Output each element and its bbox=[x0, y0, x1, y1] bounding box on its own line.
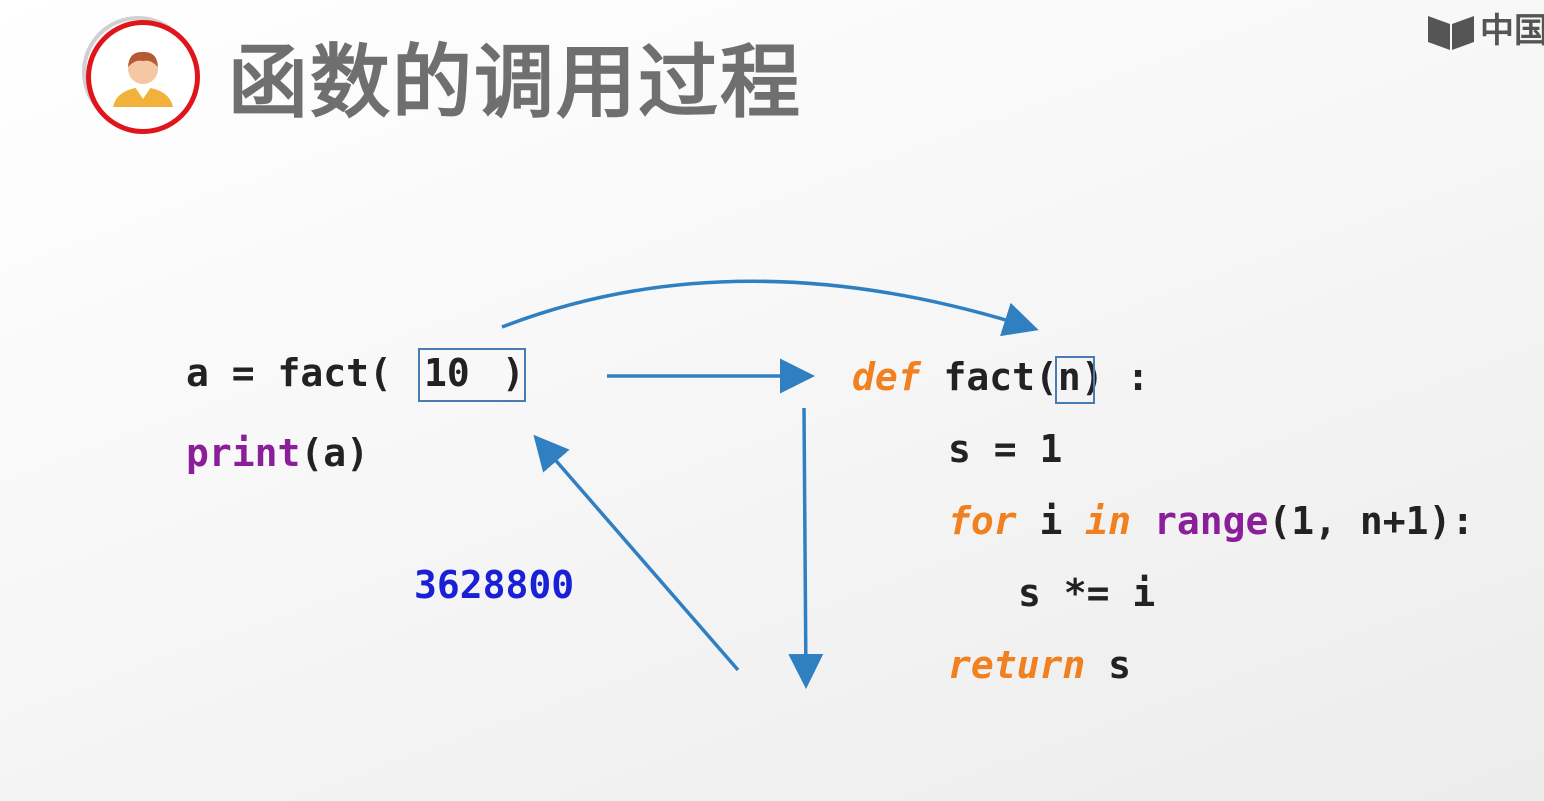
return-line: return s bbox=[948, 642, 1131, 688]
range-builtin: range bbox=[1153, 499, 1269, 543]
execution-arrow bbox=[788, 407, 824, 689]
avatar-ring bbox=[86, 20, 200, 134]
caller-line-1: a = fact( 10) bbox=[186, 350, 525, 396]
for-line: for i in range(1, n+1): bbox=[948, 498, 1474, 544]
print-args: (a) bbox=[300, 431, 370, 475]
caller-line-2: print(a) bbox=[186, 430, 369, 476]
for-keyword: for bbox=[948, 499, 1017, 543]
brand-text: 中国 bbox=[1480, 11, 1544, 51]
print-keyword: print bbox=[186, 431, 301, 475]
for-variable: i bbox=[1016, 499, 1086, 543]
in-keyword: in bbox=[1085, 499, 1132, 543]
page-title: 函数的调用过程 bbox=[228, 36, 802, 129]
def-keyword: def bbox=[852, 355, 921, 399]
return-variable: s bbox=[1085, 643, 1132, 687]
brand-logo: 中国 bbox=[1424, 10, 1544, 52]
def-line: def fact(n) : bbox=[852, 354, 1149, 400]
caller-close-paren: ) bbox=[501, 351, 525, 395]
loop-body-line: s *= i bbox=[1018, 571, 1156, 615]
argument-highlight-box bbox=[418, 348, 526, 402]
return-value: 3628800 bbox=[414, 563, 575, 607]
init-line: s = 1 bbox=[948, 427, 1063, 471]
def-parameter: n bbox=[1057, 355, 1081, 399]
person-avatar-icon bbox=[113, 51, 173, 107]
parameter-highlight-box bbox=[1055, 356, 1095, 404]
avatar bbox=[82, 16, 200, 134]
return-keyword: return bbox=[948, 643, 1086, 687]
argument-pass-arrow bbox=[501, 279, 1039, 337]
def-signature-start: fact( bbox=[920, 355, 1058, 399]
def-signature-end: ) : bbox=[1080, 355, 1150, 399]
return-arrow bbox=[533, 434, 740, 672]
range-arguments: (1, n+1): bbox=[1268, 499, 1475, 543]
call-argument: 10 bbox=[424, 351, 470, 395]
book-logo-icon bbox=[1428, 16, 1474, 50]
caller-assign: a = fact( bbox=[186, 351, 392, 395]
